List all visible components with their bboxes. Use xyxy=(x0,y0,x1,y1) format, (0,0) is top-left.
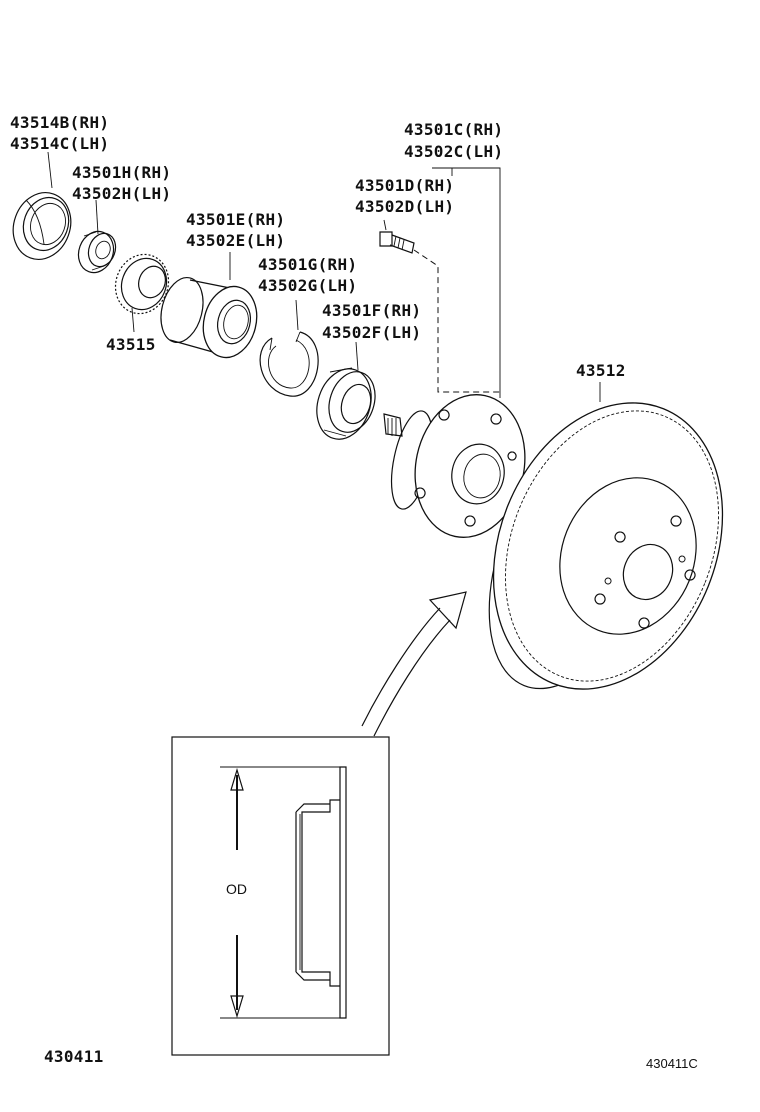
label-43501h-line1: 43501H(RH) xyxy=(72,163,171,182)
part-43512-brake-disc[interactable] xyxy=(452,368,760,723)
dashed-bolt-path xyxy=(413,249,500,393)
label-43501d-line1: 43501D(RH) xyxy=(355,176,454,195)
label-43501f-line1: 43501F(RH) xyxy=(322,301,421,320)
label-43514-line2: 43514C(LH) xyxy=(10,134,109,153)
label-43501d-line2: 43502D(LH) xyxy=(355,197,454,216)
label-43501c-line2: 43502C(LH) xyxy=(404,142,503,161)
label-43501e-line1: 43501E(RH) xyxy=(186,210,285,229)
label-43501h-line2: 43502H(LH) xyxy=(72,184,171,203)
diagram-id-right: 430411C xyxy=(646,1056,698,1071)
leader-43501c xyxy=(432,167,501,398)
diagram-id-left: 430411 xyxy=(44,1047,104,1066)
od-label: OD xyxy=(226,881,247,897)
leader-43501d xyxy=(383,219,387,231)
part-43501g-snap-ring[interactable] xyxy=(259,331,319,397)
part-43501h-inner-cone[interactable] xyxy=(73,226,120,277)
part-43501d-hub-bolt[interactable] xyxy=(379,231,415,254)
part-43501f-oil-seal[interactable] xyxy=(308,362,382,447)
label-43501f-line2: 43502F(LH) xyxy=(322,323,421,342)
disc-cross-section-inset xyxy=(171,736,390,1056)
leader-43515 xyxy=(131,307,135,333)
label-43515: 43515 xyxy=(106,335,156,354)
part-43501c-axle-hub[interactable] xyxy=(383,384,538,547)
part-43514-dust-seal[interactable] xyxy=(4,184,80,267)
leader-43501g xyxy=(295,299,299,331)
section-arrow xyxy=(361,591,467,737)
label-43512: 43512 xyxy=(576,361,626,380)
label-43501e-line2: 43502E(LH) xyxy=(186,231,285,250)
label-43501g-line1: 43501G(RH) xyxy=(258,255,357,274)
label-43514-line1: 43514B(RH) xyxy=(10,113,109,132)
part-43515-abs-rotor[interactable] xyxy=(107,247,176,321)
label-43501g-line2: 43502G(LH) xyxy=(258,276,357,295)
leader-43501f xyxy=(355,341,359,371)
label-43501c-line1: 43501C(RH) xyxy=(404,120,503,139)
part-43501e-hub-bearing[interactable] xyxy=(155,273,264,363)
leader-43514 xyxy=(47,151,53,189)
leader-43501h xyxy=(95,199,99,235)
